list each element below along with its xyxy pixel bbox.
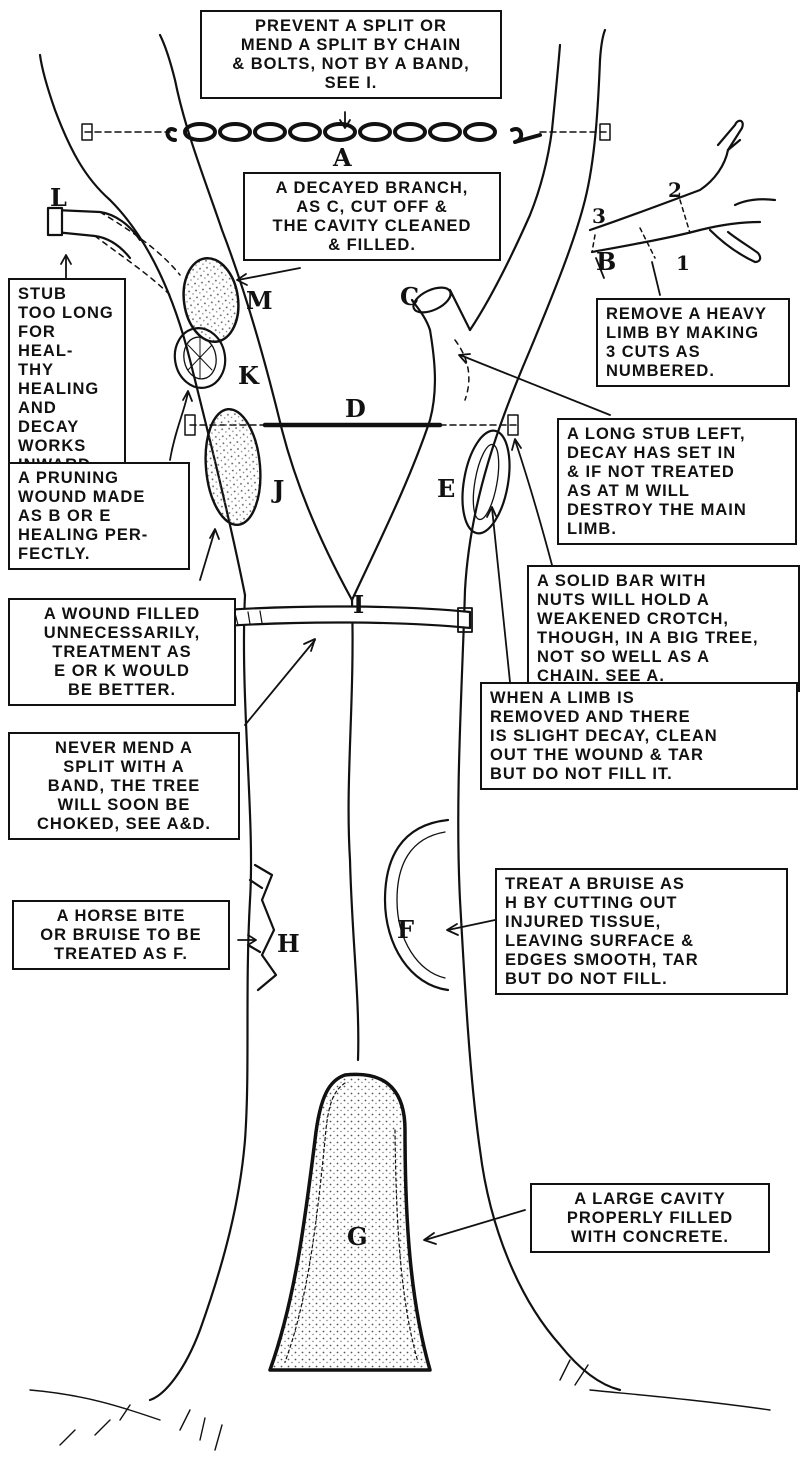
- callout-treat-bruise: TREAT A BRUISE AS H BY CUTTING OUT INJUR…: [495, 868, 788, 995]
- callout-wound-filled: A WOUND FILLED UNNECESSARILY, TREATMENT …: [8, 598, 236, 706]
- branch-b-upper: [590, 121, 743, 230]
- label-b: B: [596, 250, 616, 274]
- trunk-split: [349, 600, 359, 1060]
- stub-l-end: [48, 208, 62, 235]
- label-d: D: [345, 397, 366, 421]
- callout-limb-removed: WHEN A LIMB IS REMOVED AND THERE IS SLIG…: [480, 682, 798, 790]
- callout-horse-bite: A HORSE BITE OR BRUISE TO BE TREATED AS …: [12, 900, 230, 970]
- label-m: M: [246, 289, 273, 313]
- right-limb-inner: [352, 330, 435, 600]
- label-c: C: [400, 285, 419, 309]
- label-a: A: [333, 146, 352, 170]
- branch-b-twig: [728, 140, 775, 205]
- cut-number-3: 3: [592, 206, 606, 226]
- chain: [168, 124, 541, 142]
- label-e: E: [437, 477, 455, 501]
- label-i: I: [353, 593, 364, 617]
- wound-e: [455, 427, 516, 537]
- label-j: J: [273, 478, 284, 502]
- callout-prevent-split: PREVENT A SPLIT OR MEND A SPLIT BY CHAIN…: [200, 10, 502, 99]
- label-l: L: [50, 186, 67, 210]
- trunk-left-edge: [150, 595, 251, 1400]
- callout-long-stub: A LONG STUB LEFT, DECAY HAS SET IN & IF …: [557, 418, 797, 545]
- callout-pruning-wound: A PRUNING WOUND MADE AS B OR E HEALING P…: [8, 462, 190, 570]
- callout-solid-bar: A SOLID BAR WITH NUTS WILL HOLD A WEAKEN…: [527, 565, 800, 692]
- band-i: [225, 606, 470, 628]
- cut-number-1: 1: [676, 253, 690, 273]
- stub-c-decay: [455, 340, 469, 400]
- label-k: K: [238, 364, 259, 388]
- callout-decayed-branch: A DECAYED BRANCH, AS C, CUT OFF & THE CA…: [243, 172, 501, 261]
- label-h: H: [277, 932, 300, 956]
- label-g: G: [347, 1225, 368, 1249]
- cut-number-2: 2: [668, 180, 682, 200]
- stub-l: [55, 210, 140, 258]
- callout-large-cavity: A LARGE CAVITY PROPERLY FILLED WITH CONC…: [530, 1183, 770, 1253]
- label-f: F: [397, 918, 414, 942]
- callout-remove-limb: REMOVE A HEAVY LIMB BY MAKING 3 CUTS AS …: [596, 298, 790, 387]
- ground: [30, 1360, 770, 1450]
- bruise-h: [248, 865, 276, 990]
- callout-stub: STUB TOO LONG FOR HEAL- THY HEALING AND …: [8, 278, 126, 481]
- callout-never-mend: NEVER MEND A SPLIT WITH A BAND, THE TREE…: [8, 732, 240, 840]
